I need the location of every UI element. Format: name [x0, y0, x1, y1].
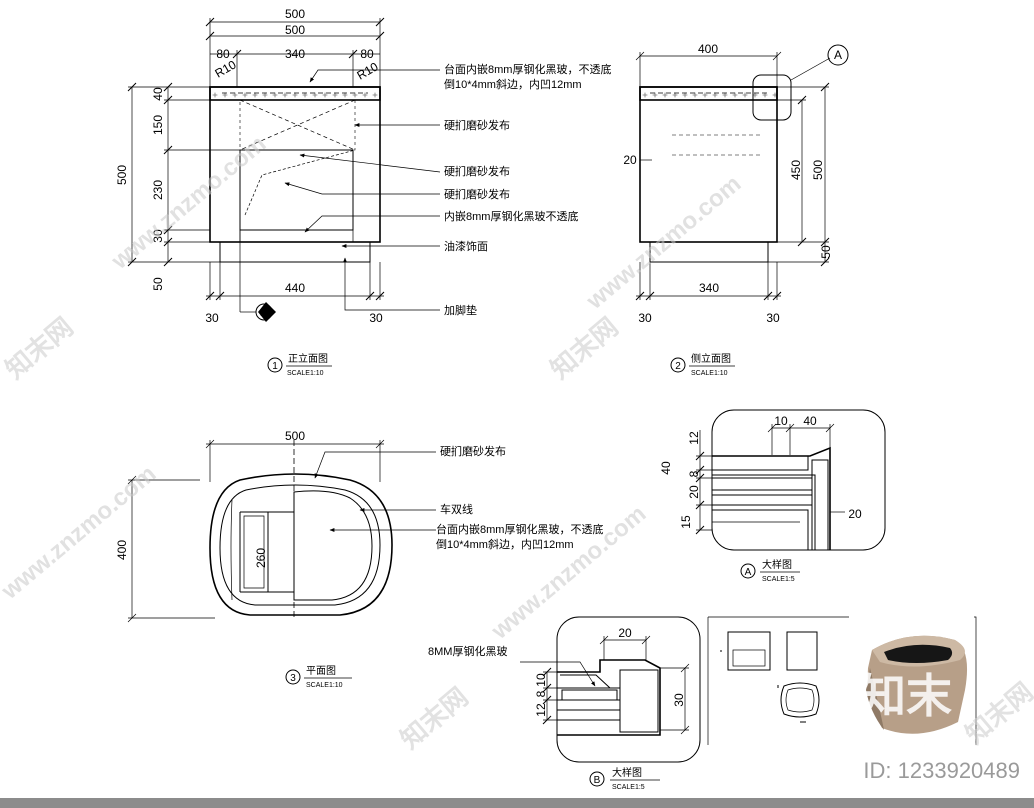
detail-a-dim-20-left: 20: [687, 485, 701, 499]
detail-a-scale: SCALE1:5: [762, 576, 795, 583]
plan-top-dim: 500: [285, 429, 305, 443]
watermark-brand-3: 知末网: [395, 681, 474, 754]
detail-b-title-letter: B: [594, 775, 601, 786]
side-bottom-dim-30-right: 30: [766, 311, 780, 325]
front-callout-foot-pad: 加脚垫: [444, 303, 477, 317]
side-scale: SCALE1:10: [691, 370, 728, 377]
image-id: ID: 1233920489: [863, 758, 1020, 783]
bottom-bar: [0, 798, 1034, 808]
plan-callout-stitch: 车双线: [440, 502, 473, 516]
logo-watermark: 知末: [860, 670, 952, 722]
detail-a-dim-20-right: 20: [848, 507, 862, 521]
front-left-dim-50: 50: [151, 277, 165, 291]
side-elevation: A 400 20 450 500 50 340 30 30 2 侧立面图 SCA…: [623, 42, 849, 377]
front-bottom-dim-30-left: 30: [205, 311, 219, 325]
front-top-dim-2: 500: [285, 23, 305, 37]
detail-a-title: 大样图: [762, 558, 792, 571]
detail-b-title: 大样图: [612, 766, 642, 779]
front-callout-glass-inner: 内嵌8mm厚钢化黑玻不透底: [444, 209, 578, 223]
side-bottom-dim-30-left: 30: [638, 311, 652, 325]
front-left-dim-230: 230: [151, 180, 165, 200]
watermark-url-3: www.znzmo.com: [0, 460, 161, 605]
front-left-dim-40: 40: [151, 87, 165, 101]
watermark-brand-1: 知末网: [0, 311, 79, 384]
front-callout-bevel: 倒10*4mm斜边，内凹12mm: [444, 77, 582, 91]
front-seg-dim-right: 80: [360, 47, 374, 61]
side-top-dim: 400: [698, 42, 718, 56]
thumbnail-views: [707, 616, 977, 745]
front-callout-glass-top: 台面内嵌8mm厚钢化黑玻，不透底: [444, 62, 611, 76]
plan-callout-bevel: 倒10*4mm斜边，内凹12mm: [436, 537, 574, 551]
detail-a-dim-10: 10: [774, 414, 788, 428]
plan-view: 500 400 260 硬扪磨砂发布 车双线 台面内嵌8mm厚钢化黑玻，不透底 …: [115, 429, 603, 689]
detail-b-dim-20: 20: [618, 626, 632, 640]
side-left-dim: 20: [623, 153, 637, 167]
front-callout-fabric-3: 硬扪磨砂发布: [444, 187, 510, 201]
watermark-brand-2: 知末网: [545, 311, 624, 384]
plan-scale: SCALE1:10: [306, 682, 343, 689]
front-scale: SCALE1:10: [287, 370, 324, 377]
front-radius-right: R10: [355, 59, 381, 82]
front-section-marker: A: [261, 308, 268, 319]
plan-left-dim: 400: [115, 540, 129, 560]
side-detail-marker: A: [834, 48, 842, 62]
front-seg-dim-mid: 340: [285, 47, 305, 61]
side-title: 侧立面图: [691, 352, 731, 365]
detail-b-dim-8: 8: [534, 690, 548, 697]
detail-a-title-letter: A: [745, 567, 752, 578]
plan-callout-glass: 台面内嵌8mm厚钢化黑玻，不透底: [436, 522, 603, 536]
detail-b-dim-12: 12: [534, 703, 548, 717]
front-left-dim-30: 30: [151, 229, 165, 243]
front-top-dim-1: 500: [285, 7, 305, 21]
detail-b-callout: 8MM厚钢化黑玻: [428, 644, 507, 658]
detail-b-dim-10: 10: [534, 673, 548, 687]
front-title-number: 1: [272, 361, 278, 372]
side-right-dim-500: 500: [811, 160, 825, 180]
plan-title-number: 3: [290, 673, 296, 684]
detail-a-dim-15: 15: [679, 515, 693, 529]
plan-title: 平面图: [306, 665, 336, 677]
front-bottom-dim-440: 440: [285, 281, 305, 295]
detail-a-dim-8: 8: [687, 470, 701, 477]
plan-inner-dim: 260: [254, 548, 268, 568]
watermark-url-1: www.znzmo.com: [106, 130, 272, 275]
detail-b: 20 10 8 12 30 8MM厚钢化黑玻 B 大样图 SCALE1:5: [428, 616, 701, 791]
front-left-dim-500: 500: [115, 165, 129, 185]
side-right-dim-50: 50: [819, 245, 833, 259]
front-seg-dim-left: 80: [216, 47, 230, 61]
detail-b-scale: SCALE1:5: [612, 784, 645, 791]
detail-a-dim-12: 12: [687, 431, 701, 445]
watermark-url-4: www.znzmo.com: [486, 500, 652, 645]
front-callout-fabric-2: 硬扪磨砂发布: [444, 164, 510, 178]
front-left-dim-150: 150: [151, 115, 165, 135]
side-title-number: 2: [675, 361, 681, 372]
front-callout-paint: 油漆饰面: [444, 239, 488, 253]
plan-callout-fabric: 硬扪磨砂发布: [440, 444, 506, 458]
detail-a-dim-40-top: 40: [803, 414, 817, 428]
side-bottom-dim-340: 340: [699, 281, 719, 295]
product-render: 知末: [849, 614, 974, 740]
front-title: 正立面图: [288, 352, 328, 365]
front-bottom-dim-30-right: 30: [369, 311, 383, 325]
front-callout-fabric-1: 硬扪磨砂发布: [444, 118, 510, 132]
detail-a-dim-40-left: 40: [659, 461, 673, 475]
detail-b-dim-30: 30: [672, 693, 686, 707]
side-right-dim-450: 450: [789, 160, 803, 180]
detail-a: 10 40 12 40 8 20 15 20 A 大样图 SCALE1:5: [659, 409, 886, 583]
